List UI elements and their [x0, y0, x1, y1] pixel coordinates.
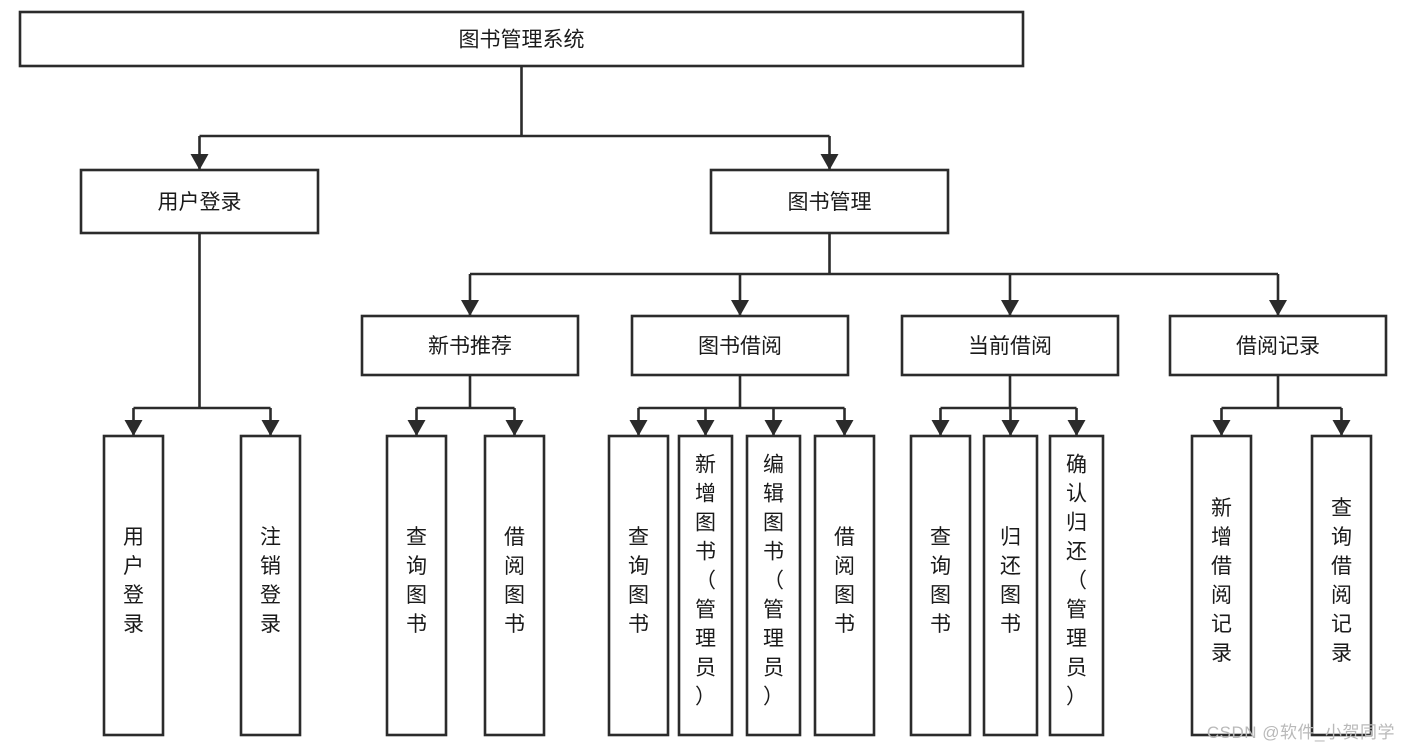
connector-root-to-level2 — [190, 66, 839, 170]
node-leaf-query-book-1[interactable]: 查询图书 — [385, 434, 448, 737]
node-leaf-query-book-3[interactable]: 查询图书 — [909, 434, 972, 737]
node-leaf-confirm-return[interactable]: 确认归还（管理员） — [1048, 434, 1105, 737]
node-new-book-recommend[interactable]: 新书推荐 — [360, 314, 580, 377]
connector-current-borrow-to-leaves — [931, 375, 1086, 436]
node-leaf-query-book-1-box[interactable] — [385, 434, 448, 737]
arrow-head-icon — [696, 420, 715, 436]
node-root[interactable]: 图书管理系统 — [18, 10, 1025, 68]
node-new-book-recommend-box[interactable] — [360, 314, 580, 377]
node-leaf-add-borrow-record-label: 新增借阅记录 — [1211, 497, 1232, 665]
arrow-head-icon — [835, 420, 854, 436]
node-leaf-return-book[interactable]: 归还图书 — [982, 434, 1039, 737]
node-leaf-user-logout-box[interactable] — [239, 434, 302, 737]
node-user-login-label: 用户登录 — [158, 191, 242, 214]
node-leaf-edit-book-admin-box[interactable] — [745, 434, 802, 737]
connectors-layer — [124, 66, 1351, 436]
arrow-head-icon — [629, 420, 648, 436]
node-leaf-add-borrow-record-box[interactable] — [1190, 434, 1253, 737]
arrow-head-icon — [1001, 420, 1020, 436]
node-leaf-query-book-1-label: 查询图书 — [406, 526, 427, 636]
node-leaf-query-borrow-record-label: 查询借阅记录 — [1331, 497, 1352, 665]
node-leaf-confirm-return-label: 确认归还（管理员） — [1066, 454, 1087, 709]
node-leaf-add-borrow-record[interactable]: 新增借阅记录 — [1190, 434, 1253, 737]
arrow-head-icon — [1269, 300, 1287, 316]
node-leaf-borrow-book-2-box[interactable] — [813, 434, 876, 737]
node-user-login-box[interactable] — [79, 168, 320, 235]
connector-bookmanage-to-level3 — [461, 233, 1287, 316]
node-book-manage-box[interactable] — [709, 168, 950, 235]
node-current-borrow[interactable]: 当前借阅 — [900, 314, 1120, 377]
arrow-head-icon — [931, 420, 950, 436]
node-leaf-edit-book-admin-label: 编辑图书（管理员） — [763, 454, 784, 709]
connector-book-borrow-to-leaves — [629, 375, 854, 436]
node-leaf-confirm-return-box[interactable] — [1048, 434, 1105, 737]
node-leaf-return-book-box[interactable] — [982, 434, 1039, 737]
node-borrow-record-label: 借阅记录 — [1236, 335, 1320, 358]
node-leaf-query-book-2[interactable]: 查询图书 — [607, 434, 670, 737]
arrow-head-icon — [731, 300, 749, 316]
node-leaf-query-book-3-box[interactable] — [909, 434, 972, 737]
node-book-borrow-box[interactable] — [630, 314, 850, 377]
arrow-head-icon — [461, 300, 479, 316]
node-book-borrow[interactable]: 图书借阅 — [630, 314, 850, 377]
node-leaf-return-book-label: 归还图书 — [1000, 526, 1021, 636]
arrow-head-icon — [764, 420, 783, 436]
node-leaf-query-borrow-record-box[interactable] — [1310, 434, 1373, 737]
node-leaf-user-login-box[interactable] — [102, 434, 165, 737]
arrow-head-icon — [1332, 420, 1351, 436]
node-leaf-user-logout-label: 注销登录 — [260, 526, 281, 636]
node-leaf-user-login-label: 用户登录 — [123, 526, 144, 636]
node-leaf-add-book-admin[interactable]: 新增图书（管理员） — [677, 434, 734, 737]
node-borrow-record[interactable]: 借阅记录 — [1168, 314, 1388, 377]
connector-new-book-recommend-to-leaves — [407, 375, 524, 436]
node-current-borrow-label: 当前借阅 — [968, 335, 1052, 358]
node-leaf-user-logout[interactable]: 注销登录 — [239, 434, 302, 737]
nodes-layer: 图书管理系统用户登录图书管理新书推荐图书借阅当前借阅借阅记录用户登录注销登录查询… — [18, 10, 1388, 737]
node-leaf-query-book-3-label: 查询图书 — [930, 526, 951, 636]
arrow-head-icon — [1212, 420, 1231, 436]
node-leaf-query-borrow-record[interactable]: 查询借阅记录 — [1310, 434, 1373, 737]
node-borrow-record-box[interactable] — [1168, 314, 1388, 377]
node-book-manage[interactable]: 图书管理 — [709, 168, 950, 235]
node-new-book-recommend-label: 新书推荐 — [428, 335, 512, 358]
node-book-borrow-label: 图书借阅 — [698, 335, 782, 358]
node-leaf-query-book-2-box[interactable] — [607, 434, 670, 737]
node-user-login[interactable]: 用户登录 — [79, 168, 320, 235]
arrow-head-icon — [1067, 420, 1086, 436]
arrow-head-icon — [1001, 300, 1019, 316]
arrow-head-icon — [261, 420, 280, 436]
node-root-label: 图书管理系统 — [459, 29, 585, 52]
node-current-borrow-box[interactable] — [900, 314, 1120, 377]
node-leaf-add-book-admin-label: 新增图书（管理员） — [695, 454, 716, 709]
node-leaf-borrow-book-2[interactable]: 借阅图书 — [813, 434, 876, 737]
node-leaf-borrow-book-1[interactable]: 借阅图书 — [483, 434, 546, 737]
connector-borrow-record-to-leaves — [1212, 375, 1351, 436]
arrow-head-icon — [505, 420, 524, 436]
arrow-head-icon — [407, 420, 426, 436]
node-leaf-add-book-admin-box[interactable] — [677, 434, 734, 737]
watermark-text: CSDN @软件_小贺同学 — [1206, 723, 1395, 742]
node-leaf-borrow-book-1-box[interactable] — [483, 434, 546, 737]
node-leaf-user-login[interactable]: 用户登录 — [102, 434, 165, 737]
node-leaf-query-book-2-label: 查询图书 — [628, 526, 649, 636]
node-root-box[interactable] — [18, 10, 1025, 68]
arrow-head-icon — [190, 154, 209, 170]
arrow-head-icon — [820, 154, 839, 170]
node-leaf-borrow-book-1-label: 借阅图书 — [504, 526, 525, 636]
node-leaf-edit-book-admin[interactable]: 编辑图书（管理员） — [745, 434, 802, 737]
node-book-manage-label: 图书管理 — [788, 191, 872, 214]
arrow-head-icon — [124, 420, 143, 436]
connector-userlogin-to-leaves — [124, 233, 280, 436]
node-leaf-borrow-book-2-label: 借阅图书 — [834, 526, 855, 636]
